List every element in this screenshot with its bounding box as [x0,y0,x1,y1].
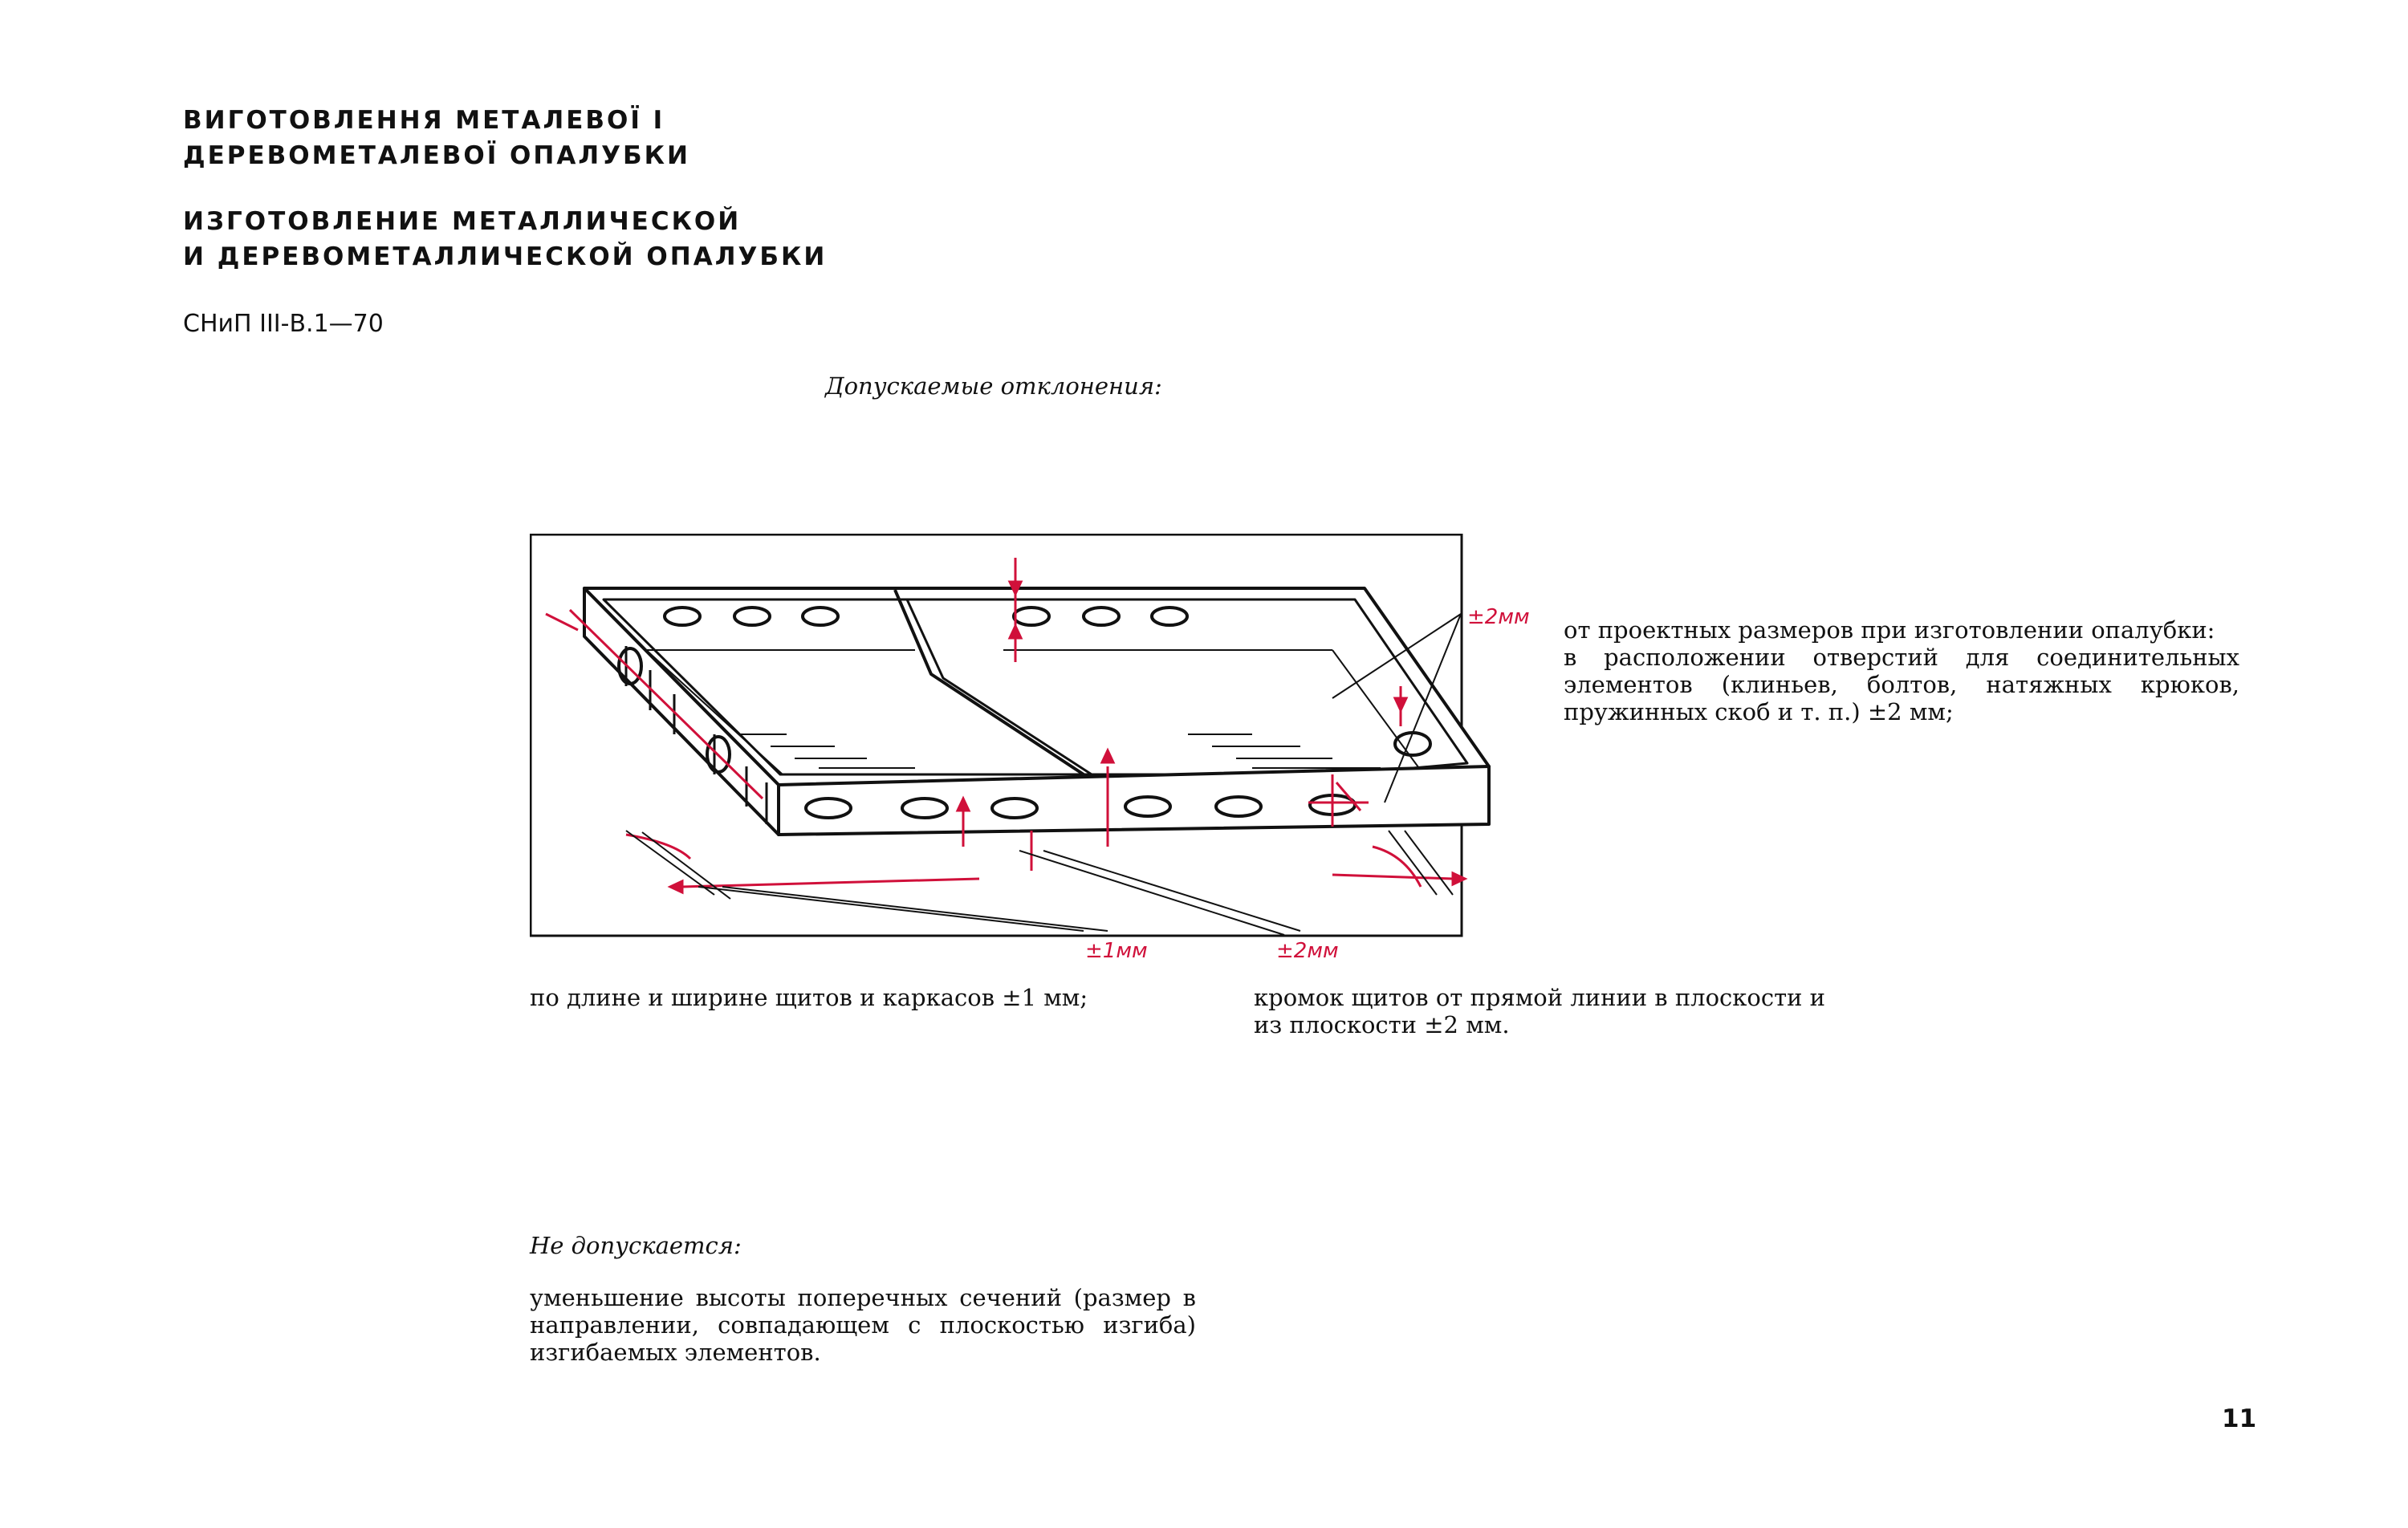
edge-straightness-caption: кромок щитов от прямой линии в плоскости… [1254,984,1826,1038]
not-permitted-text: уменьшение высоты поперечных сечений (ра… [530,1284,1196,1366]
standard-code: СНиП III-В.1—70 [183,310,384,338]
formwork-panel-drawing [583,587,1491,836]
title-ua-line2: ДЕРЕВОМЕТАЛЕВОЇ ОПАЛУБКИ [183,141,690,170]
leader-lines [625,613,1462,936]
panel-middle-divider [893,589,1085,776]
panel-holes [617,606,1432,819]
tolerance-label-edges: ±2мм [1276,939,1339,963]
not-permitted-heading: Не допускается: [530,1232,742,1259]
title-ru-line2: И ДЕРЕВОМЕТАЛЛИЧЕСКОЙ ОПАЛУБКИ [183,242,828,271]
tolerance-label-length: ±1мм [1085,939,1148,963]
title-ru-line1: ИЗГОТОВЛЕНИЕ МЕТАЛЛИЧЕСКОЙ [183,207,742,236]
tolerance-label-holes: ±2мм [1467,605,1530,629]
length-width-tolerance-caption: по длине и ширине щитов и каркасов ±1 мм… [530,984,1088,1011]
page-number: 11 [2222,1404,2257,1433]
holes-tolerance-text: от проектных размеров при изготовлении о… [1564,616,2239,725]
title-ua-line1: ВИГОТОВЛЕННЯ МЕТАЛЕВОЇ І [183,106,665,135]
formwork-diagram: ±2мм ±1мм ±2мм [530,534,1530,963]
tolerance-marks [545,558,1468,895]
permitted-deviations-heading: Допускаемые отклонения: [825,372,1162,400]
